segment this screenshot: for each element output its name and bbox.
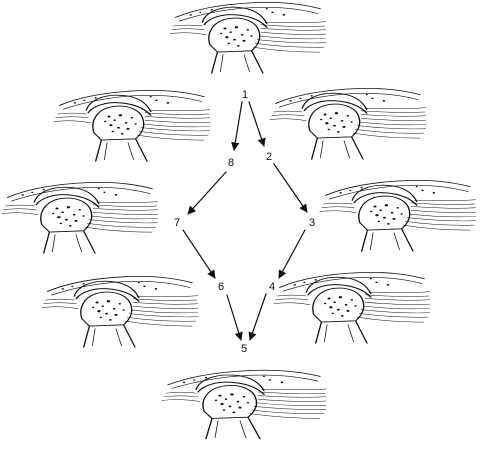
joint-panel-1 [169,1,327,74]
joint-panel-6 [41,275,199,348]
cycle-label-2: 2 [266,151,272,163]
joint-panel-5 [161,369,327,440]
arrow-2-to-3 [273,163,308,213]
joint-panel-3 [319,179,477,252]
cycle-label-1: 1 [242,89,248,101]
cycle-label-3: 3 [309,217,315,229]
arrow-4-to-5 [248,293,267,341]
joint-panel-8 [53,89,211,162]
cycle-label-5: 5 [241,343,247,355]
arrow-1-to-8 [231,101,243,151]
joint-panel-4 [273,271,431,344]
arrow-7-to-6 [182,229,216,279]
arrow-8-to-7 [187,171,227,215]
cycle-label-7: 7 [174,217,180,229]
cycle-label-8: 8 [228,157,234,169]
cycle-label-4: 4 [269,281,275,293]
arrow-1-to-2 [248,101,266,147]
joint-panel-2 [269,87,427,160]
cycle-label-6: 6 [218,281,224,293]
arrow-6-to-5 [226,294,243,341]
joint-panel-7 [1,181,159,254]
arrow-3-to-4 [278,229,306,279]
